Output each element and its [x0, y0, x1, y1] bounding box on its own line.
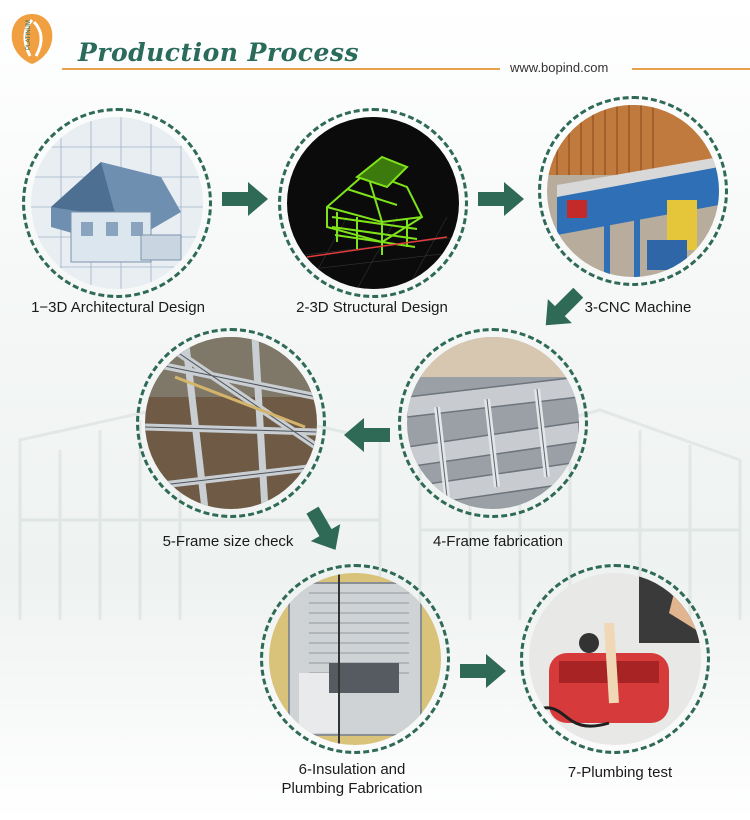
step-1-label: 1−3D Architectural Design [31, 299, 205, 316]
arrow-right-icon [460, 654, 506, 688]
arrow-down-left-icon [545, 287, 584, 326]
header-divider-left [62, 68, 500, 70]
step-2-image-structural [278, 108, 468, 298]
arrow-right-icon [222, 182, 268, 216]
step-5-label: 5-Frame size check [162, 533, 294, 550]
step-6-label: 6-Insulation and [298, 761, 406, 778]
step-3-label: 3-CNC Machine [584, 299, 692, 316]
step-6-label-line-2: Plumbing Fabrication [281, 780, 423, 797]
website-link[interactable]: www.bopind.com [510, 60, 609, 75]
header-divider-right [632, 68, 750, 70]
svg-text:PLATINUM: PLATINUM [26, 20, 32, 50]
step-4-image-frame-fabrication [398, 328, 588, 518]
step-2-label: 2-3D Structural Design [296, 299, 448, 316]
step-4-label: 4-Frame fabrication [432, 533, 564, 550]
brand-logo: PLATINUM [4, 6, 60, 68]
arrow-right-icon [478, 182, 524, 216]
step-6-image-insulation [260, 564, 450, 754]
step-1-image-architectural [22, 108, 212, 298]
background-structure-image [18, 398, 742, 620]
page-title: Production Process [78, 38, 360, 67]
step-7-image-plumbing-test [520, 564, 710, 754]
arrow-left-icon [344, 418, 390, 452]
step-5-image-frame-size-check [136, 328, 326, 518]
arrow-down-right-icon [306, 506, 341, 550]
step-7-label: 7-Plumbing test [567, 764, 673, 781]
step-3-image-cnc-machine [538, 96, 728, 286]
